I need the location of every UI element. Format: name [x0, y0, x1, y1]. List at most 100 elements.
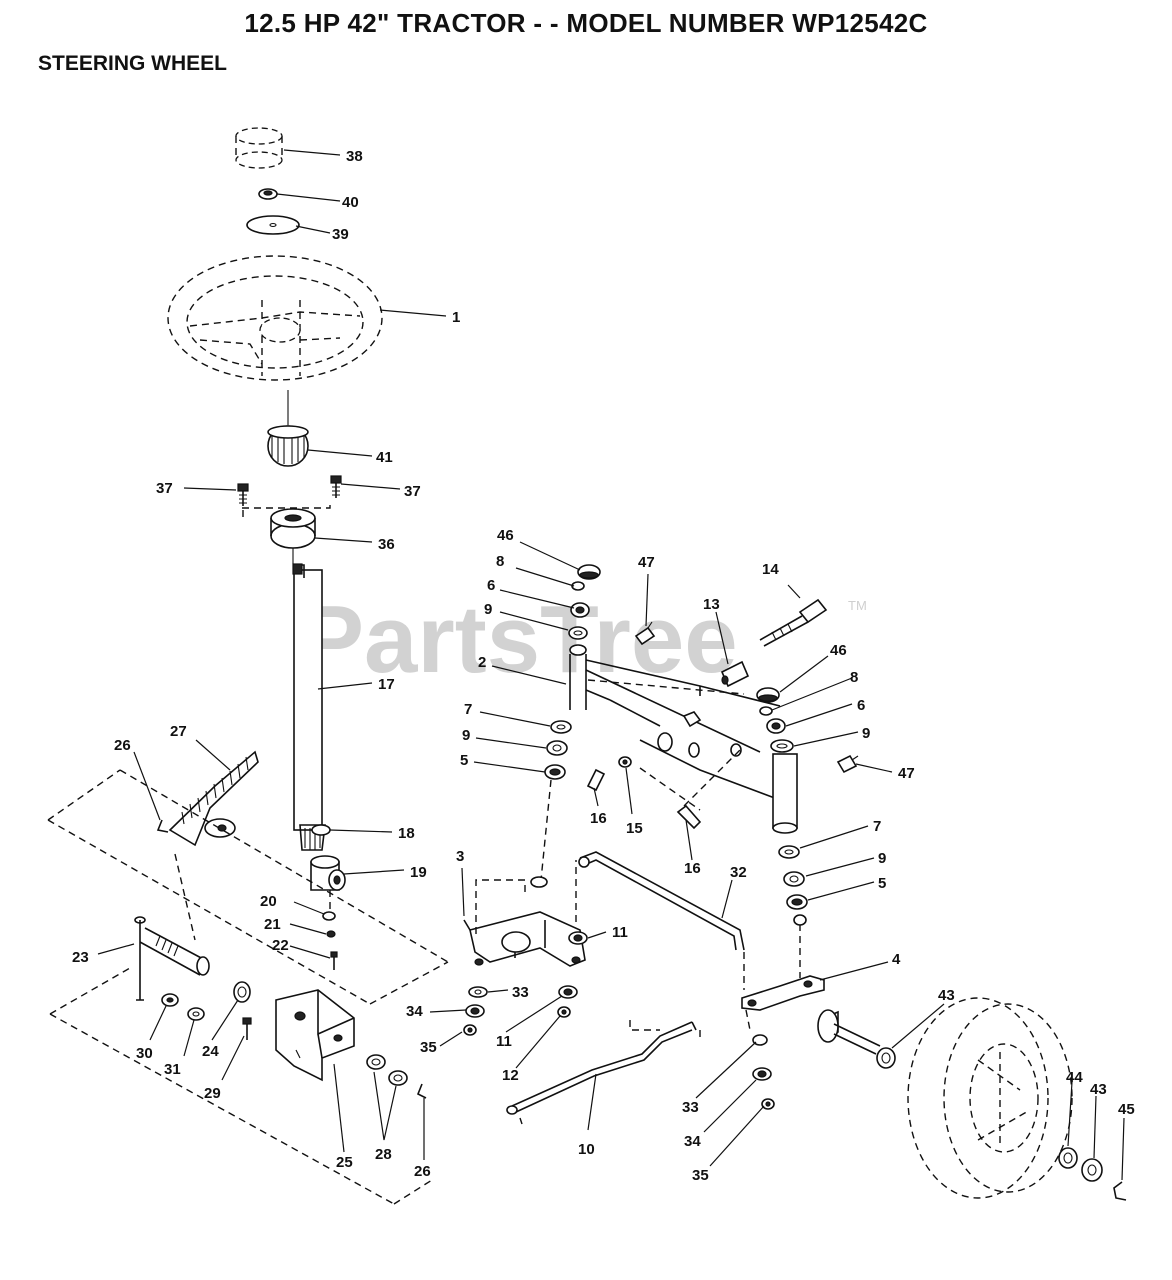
- callout-27[interactable]: 27: [170, 723, 187, 740]
- callout-47-right[interactable]: 47: [898, 765, 915, 782]
- part-43-washer-inner[interactable]: [876, 1047, 896, 1069]
- callout-15[interactable]: 15: [626, 820, 643, 837]
- callout-24[interactable]: 24: [202, 1043, 219, 1060]
- part-45-retaining-ring[interactable]: [1113, 1181, 1127, 1201]
- callout-26-upper[interactable]: 26: [114, 737, 131, 754]
- part-34-nut-left[interactable]: [465, 1004, 485, 1018]
- callout-34-right[interactable]: 34: [684, 1133, 701, 1150]
- part-23-pinion-shaft[interactable]: [134, 916, 210, 1001]
- callout-26-lower[interactable]: 26: [414, 1163, 431, 1180]
- part-41-adapter[interactable]: [267, 390, 309, 467]
- callout-14[interactable]: 14: [762, 561, 779, 578]
- callout-44[interactable]: 44: [1066, 1069, 1083, 1086]
- callout-37-left[interactable]: 37: [156, 480, 173, 497]
- part-37-screw-right[interactable]: [330, 475, 342, 498]
- callout-45[interactable]: 45: [1118, 1101, 1135, 1118]
- part-29-screw[interactable]: [242, 1017, 252, 1040]
- part-1-steering-wheel[interactable]: [167, 255, 383, 381]
- callout-25[interactable]: 25: [336, 1154, 353, 1171]
- part-47-grease-fitting-left[interactable]: [634, 621, 656, 646]
- part-35-cap-left[interactable]: [463, 1024, 477, 1036]
- callout-8-left[interactable]: 8: [496, 553, 504, 570]
- part-11-nut-upper[interactable]: [568, 931, 588, 945]
- part-6-washer-left[interactable]: [570, 602, 590, 618]
- part-46-cap-left[interactable]: [577, 564, 601, 580]
- part-front-wheel[interactable]: [907, 997, 1073, 1199]
- part-38-cap[interactable]: [235, 127, 283, 169]
- callout-8-right[interactable]: 8: [850, 669, 858, 686]
- callout-13[interactable]: 13: [703, 596, 720, 613]
- callout-2[interactable]: 2: [478, 654, 486, 671]
- callout-46-left[interactable]: 46: [497, 527, 514, 544]
- part-21-nut[interactable]: [326, 930, 336, 938]
- part-36-bushing[interactable]: [270, 508, 316, 549]
- callout-40[interactable]: 40: [342, 194, 359, 211]
- callout-33-left[interactable]: 33: [512, 984, 529, 1001]
- callout-11-lower[interactable]: 11: [496, 1033, 512, 1050]
- callout-33-right[interactable]: 33: [682, 1099, 699, 1116]
- callout-35-left[interactable]: 35: [420, 1039, 437, 1056]
- callout-7-right[interactable]: 7: [873, 818, 881, 835]
- part-19-bearing[interactable]: [310, 855, 346, 891]
- callout-21[interactable]: 21: [264, 916, 281, 933]
- callout-3[interactable]: 3: [456, 848, 464, 865]
- callout-32[interactable]: 32: [730, 864, 747, 881]
- part-22-bolt[interactable]: [330, 951, 338, 970]
- callout-16-left[interactable]: 16: [590, 810, 607, 827]
- part-10-tie-rod[interactable]: [506, 1020, 701, 1125]
- part-18-washer[interactable]: [311, 824, 331, 836]
- part-17-steering-shaft[interactable]: [292, 548, 326, 851]
- part-16-pin-right[interactable]: [676, 804, 702, 830]
- callout-11-upper[interactable]: 11: [612, 924, 628, 941]
- callout-23[interactable]: 23: [72, 949, 89, 966]
- callout-4[interactable]: 4: [892, 951, 901, 968]
- callout-10[interactable]: 10: [578, 1141, 595, 1158]
- callout-18[interactable]: 18: [398, 825, 415, 842]
- part-37-screw-left[interactable]: [237, 483, 249, 520]
- part-20-washer[interactable]: [322, 911, 336, 921]
- callout-6-left[interactable]: 6: [487, 577, 495, 594]
- callout-7-left[interactable]: 7: [464, 701, 472, 718]
- part-33-washer-left[interactable]: [468, 986, 488, 998]
- part-32-drag-link[interactable]: [578, 851, 745, 990]
- part-35-cap-right[interactable]: [761, 1098, 775, 1110]
- part-4-spindle-right[interactable]: [741, 975, 881, 1055]
- part-26-clip-lower[interactable]: [416, 1083, 427, 1099]
- part-15-nut[interactable]: [618, 756, 632, 768]
- callout-28[interactable]: 28: [375, 1146, 392, 1163]
- part-47-grease-fitting-right[interactable]: [836, 754, 859, 774]
- callout-41[interactable]: 41: [376, 449, 393, 466]
- callout-35-right[interactable]: 35: [692, 1167, 709, 1184]
- callout-12[interactable]: 12: [502, 1067, 519, 1084]
- part-31-washer[interactable]: [187, 1007, 205, 1021]
- callout-38[interactable]: 38: [346, 148, 363, 165]
- part-9-bearing-right-lower[interactable]: [783, 871, 805, 887]
- callout-43-lower[interactable]: 43: [1090, 1081, 1107, 1098]
- part-14-bolt[interactable]: [759, 584, 828, 647]
- callout-9-right[interactable]: 9: [862, 725, 870, 742]
- callout-30[interactable]: 30: [136, 1045, 153, 1062]
- part-11-nut-lower[interactable]: [558, 985, 578, 999]
- part-9-bearing-right[interactable]: [770, 739, 794, 753]
- part-26-clip[interactable]: [156, 819, 169, 833]
- callout-46-right[interactable]: 46: [830, 642, 847, 659]
- part-9-bearing-left[interactable]: [568, 626, 588, 640]
- callout-5-left[interactable]: 5: [460, 752, 468, 769]
- part-3-spindle-left[interactable]: [463, 860, 586, 967]
- part-16-pin-left[interactable]: [586, 768, 606, 792]
- callout-22[interactable]: 22: [272, 937, 289, 954]
- part-43-washer-outer[interactable]: [1081, 1158, 1103, 1182]
- callout-9-right-lower[interactable]: 9: [878, 850, 886, 867]
- part-46-cap-right[interactable]: [756, 687, 780, 703]
- callout-19[interactable]: 19: [410, 864, 427, 881]
- part-28-washers[interactable]: [366, 1054, 408, 1086]
- callout-39[interactable]: 39: [332, 226, 349, 243]
- part-34-nut-right[interactable]: [752, 1067, 772, 1081]
- callout-16-right[interactable]: 16: [684, 860, 701, 877]
- part-7-washer-right[interactable]: [778, 845, 800, 859]
- part-7-washer-left[interactable]: [550, 720, 572, 734]
- part-24-bushing[interactable]: [233, 981, 251, 1003]
- callout-34-left[interactable]: 34: [406, 1003, 423, 1020]
- part-30-nut[interactable]: [161, 993, 179, 1007]
- part-5-bushing-right[interactable]: [786, 894, 808, 910]
